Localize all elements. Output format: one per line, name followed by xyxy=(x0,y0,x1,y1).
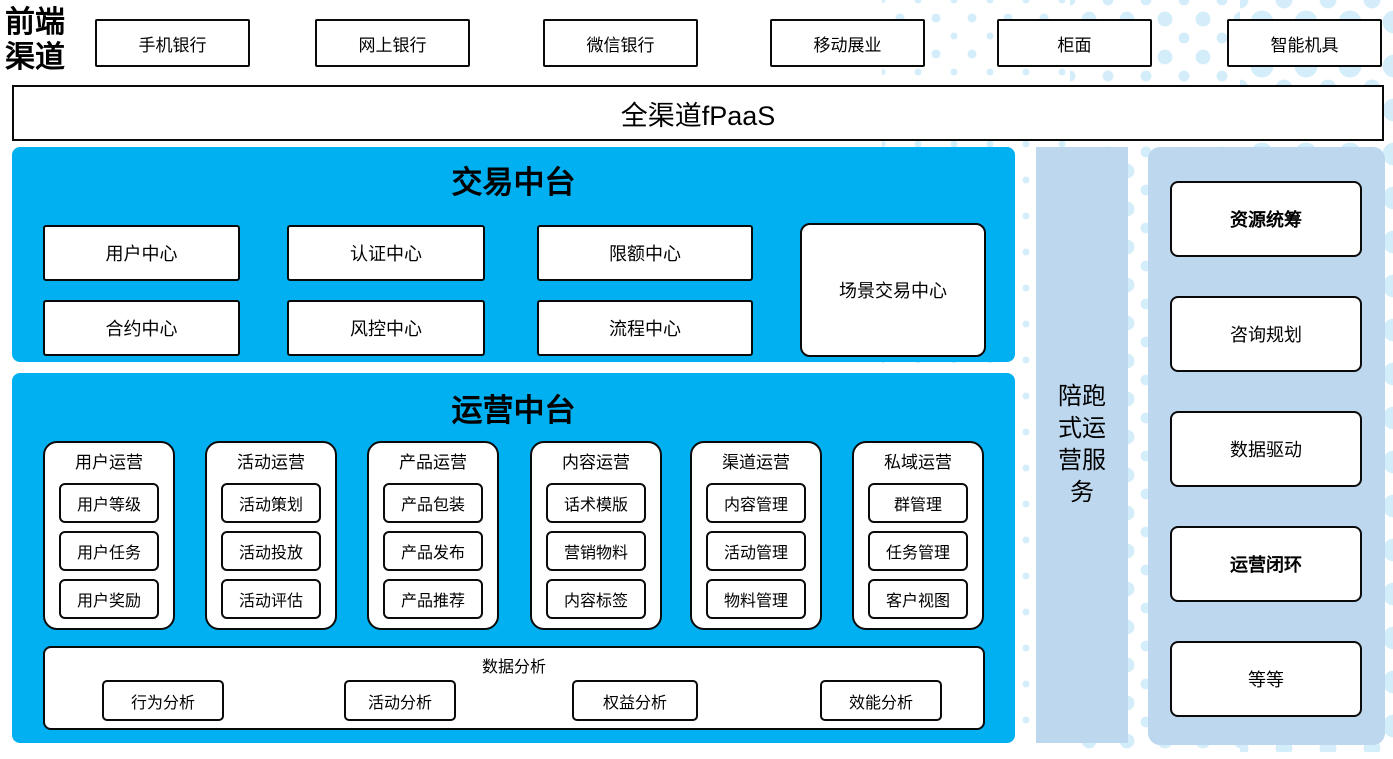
channel-box-smart-devices: 智能机具 xyxy=(1227,19,1382,67)
ops-item: 营销物料 xyxy=(546,531,646,571)
service-box-ops-loop: 运营闭环 xyxy=(1170,526,1362,602)
ops-item: 客户视图 xyxy=(868,579,968,619)
ops-group-title: 产品运营 xyxy=(399,453,467,472)
ops-platform-title: 运营中台 xyxy=(451,393,576,428)
service-box-consulting: 咨询规划 xyxy=(1170,296,1362,372)
ops-item: 产品包装 xyxy=(383,483,483,523)
ops-item: 话术模版 xyxy=(546,483,646,523)
ops-group-private-domain: 私域运营 群管理 任务管理 客户视图 xyxy=(852,441,984,630)
scene-trade-center-box: 场景交易中心 xyxy=(800,223,986,357)
ops-item: 内容管理 xyxy=(706,483,806,523)
ops-group-content: 内容运营 话术模版 营销物料 内容标签 xyxy=(530,441,662,630)
center-box-process: 流程中心 xyxy=(537,300,753,356)
fpaas-bar: 全渠道fPaaS xyxy=(12,85,1384,141)
service-box-etc: 等等 xyxy=(1170,641,1362,717)
channel-box-online-banking: 网上银行 xyxy=(315,19,470,67)
ops-group-title: 内容运营 xyxy=(562,453,630,472)
ops-item: 活动投放 xyxy=(221,531,321,571)
accompany-ops-service-label: 陪跑式运营服务 xyxy=(1058,383,1106,506)
analysis-box-activity: 活动分析 xyxy=(344,680,456,721)
ops-group-user: 用户运营 用户等级 用户任务 用户奖励 xyxy=(43,441,175,630)
ops-item: 群管理 xyxy=(868,483,968,523)
service-box-resource-planning: 资源统筹 xyxy=(1170,181,1362,257)
ops-group-title: 渠道运营 xyxy=(722,453,790,472)
front-channel-label: 前端渠道 xyxy=(5,6,65,74)
analysis-box-benefit: 权益分析 xyxy=(572,680,698,721)
ops-item: 物料管理 xyxy=(706,579,806,619)
ops-item: 用户奖励 xyxy=(59,579,159,619)
trade-platform-panel: 交易中台 用户中心 认证中心 限额中心 合约中心 风控中心 流程中心 场景交易中… xyxy=(12,147,1015,362)
ops-item: 用户等级 xyxy=(59,483,159,523)
ops-group-title: 活动运营 xyxy=(237,453,305,472)
ops-group-title: 用户运营 xyxy=(75,453,143,472)
analysis-box-efficiency: 效能分析 xyxy=(820,680,942,721)
ops-group-title: 私域运营 xyxy=(884,453,952,472)
service-box-data-driven: 数据驱动 xyxy=(1170,411,1362,487)
ops-item: 内容标签 xyxy=(546,579,646,619)
center-box-limit: 限额中心 xyxy=(537,225,753,281)
data-analysis-title: 数据分析 xyxy=(481,659,546,676)
data-analysis-container: 数据分析 行为分析 活动分析 权益分析 效能分析 xyxy=(43,646,985,730)
ops-group-activity: 活动运营 活动策划 活动投放 活动评估 xyxy=(205,441,337,630)
channel-box-mobile-sales: 移动展业 xyxy=(770,19,925,67)
ops-item: 任务管理 xyxy=(868,531,968,571)
accompany-ops-service-bar: 陪跑式运营服务 xyxy=(1036,147,1128,743)
channel-box-counter: 柜面 xyxy=(997,19,1152,67)
channel-box-wechat-banking: 微信银行 xyxy=(543,19,698,67)
ops-group-channel: 渠道运营 内容管理 活动管理 物料管理 xyxy=(690,441,822,630)
center-box-contract: 合约中心 xyxy=(43,300,240,356)
analysis-box-behavior: 行为分析 xyxy=(102,680,224,721)
center-box-user: 用户中心 xyxy=(43,225,240,281)
side-services-column: 资源统筹 咨询规划 数据驱动 运营闭环 等等 xyxy=(1148,147,1385,745)
trade-platform-title: 交易中台 xyxy=(451,165,576,200)
center-box-risk: 风控中心 xyxy=(287,300,485,356)
ops-group-product: 产品运营 产品包装 产品发布 产品推荐 xyxy=(367,441,499,630)
ops-platform-panel: 运营中台 用户运营 用户等级 用户任务 用户奖励 活动运营 活动策划 活动投放 … xyxy=(12,373,1015,743)
ops-item: 产品发布 xyxy=(383,531,483,571)
ops-item: 用户任务 xyxy=(59,531,159,571)
ops-item: 活动评估 xyxy=(221,579,321,619)
ops-item: 活动策划 xyxy=(221,483,321,523)
channel-box-mobile-banking: 手机银行 xyxy=(95,19,250,67)
ops-item: 产品推荐 xyxy=(383,579,483,619)
center-box-auth: 认证中心 xyxy=(287,225,485,281)
ops-item: 活动管理 xyxy=(706,531,806,571)
